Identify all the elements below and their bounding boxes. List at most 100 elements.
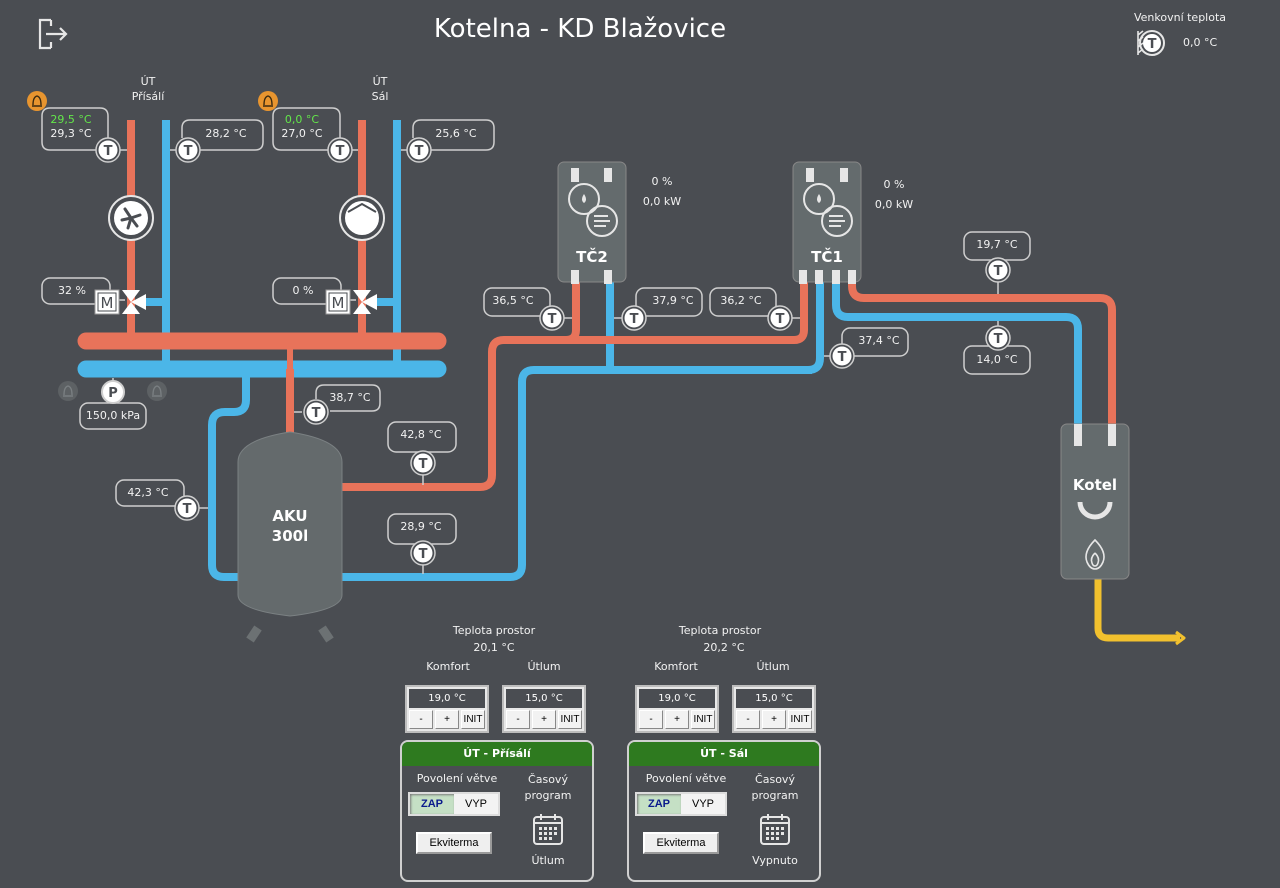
alarm-bell-icon[interactable]	[258, 91, 278, 111]
calendar-icon[interactable]	[759, 812, 791, 846]
svg-text:T: T	[994, 264, 1003, 279]
svg-text:T: T	[104, 144, 113, 159]
circuit1-label-line2: Přísálí	[131, 90, 165, 103]
comfort-decrease-button[interactable]: -	[639, 710, 663, 729]
gas-pipe-end	[1175, 630, 1186, 646]
boiler-body	[1060, 423, 1130, 580]
enable-branch-toggle: ZAP VYP	[408, 792, 500, 816]
boiler-burner-icon	[1077, 501, 1113, 520]
motor-label: M	[101, 294, 114, 312]
accumulator-left-temp: 42,3 °C	[127, 486, 169, 499]
svg-text:T: T	[630, 312, 639, 327]
heat-pump-tc2-in-temp: 37,9 °C	[652, 294, 694, 307]
setback-init-button[interactable]: INIT	[788, 710, 812, 729]
circuit-panel-sal: ÚT - Sál Povolení větve ZAP VYP Časový p…	[627, 740, 821, 882]
comfort-increase-button[interactable]: +	[435, 710, 459, 729]
temperature-sensor-icon: T	[985, 325, 1011, 351]
accumulator-cold-outlet-temp: 28,9 °C	[400, 520, 442, 533]
circuit2-valve-position: 0 %	[292, 284, 314, 297]
pipe-acc-cold-out	[340, 366, 812, 581]
heat-pump-icon	[568, 183, 618, 237]
alarm-bell-inactive-icon	[58, 381, 78, 401]
calendar-icon[interactable]	[532, 812, 564, 846]
callout-tc2-out	[483, 287, 551, 317]
svg-text:T: T	[415, 144, 424, 159]
heat-pump-tc2-stats: 0 % 0,0 kW	[630, 172, 694, 212]
heat-pump-tc2-body	[557, 161, 627, 284]
schedule-label-line1: Časový	[528, 773, 568, 786]
callout-tc1-in	[841, 327, 909, 357]
setback-setpoint: 15,0 °C - + INIT	[502, 685, 586, 733]
circuit2-label: ÚT Sál	[350, 74, 410, 104]
callout-acc-left	[115, 479, 185, 507]
temperature-sensor-icon: T	[621, 305, 647, 331]
setback-setpoint-value: 15,0 °C	[736, 689, 812, 708]
circuit-panel-prisali: ÚT - Přísálí Povolení větve ZAP VYP Časo…	[400, 740, 594, 882]
circuit1-supply-setpoint: 29,5 °C	[50, 113, 92, 126]
heat-pump-tc1-body	[792, 161, 862, 284]
pipe-acc-left-return	[208, 369, 250, 581]
pump-circuit1	[108, 195, 154, 241]
alarm-bell-icon[interactable]	[27, 91, 47, 111]
pressure-sensor-icon: P	[101, 380, 125, 404]
flame-icon	[1085, 538, 1105, 570]
enable-branch-label: Povolení větve	[416, 772, 498, 785]
circuit1-label-line1: ÚT	[140, 75, 156, 88]
callout-acc-top	[315, 384, 381, 412]
room-temp-value: 20,2 °C	[703, 641, 745, 654]
comfort-init-button[interactable]: INIT	[691, 710, 715, 729]
comfort-setpoint-value: 19,0 °C	[639, 689, 715, 708]
heat-pump-tc1-power-pct: 0 %	[883, 178, 905, 191]
svg-text:T: T	[776, 312, 785, 327]
setback-increase-button[interactable]: +	[762, 710, 786, 729]
circuit2-supply-setpoint: 0,0 °C	[284, 113, 320, 126]
comfort-init-button[interactable]: INIT	[461, 710, 485, 729]
temperature-sensor-icon: T	[174, 495, 200, 521]
setback-init-button[interactable]: INIT	[558, 710, 582, 729]
svg-text:T: T	[419, 457, 428, 472]
svg-text:T: T	[994, 332, 1003, 347]
accumulator-top-temp: 38,7 °C	[329, 391, 371, 404]
svg-text:T: T	[419, 547, 428, 562]
circuit1-supply-temp: 29,3 °C	[50, 127, 92, 140]
alarm-bell-inactive-icon	[147, 381, 167, 401]
circuit2-supply-values: 0,0 °C 27,0 °C	[275, 113, 329, 141]
setback-decrease-button[interactable]: -	[506, 710, 530, 729]
setback-increase-button[interactable]: +	[532, 710, 556, 729]
enable-on-button[interactable]: ZAP	[637, 794, 681, 814]
enable-on-button[interactable]: ZAP	[410, 794, 454, 814]
setback-decrease-button[interactable]: -	[736, 710, 760, 729]
comfort-decrease-button[interactable]: -	[409, 710, 433, 729]
circuit2-return-temp: 25,6 °C	[435, 127, 477, 140]
heat-pump-tc1-in-temp: 37,4 °C	[858, 334, 900, 347]
enable-branch-toggle: ZAP VYP	[635, 792, 727, 816]
comfort-increase-button[interactable]: +	[665, 710, 689, 729]
callout-c1-return	[181, 119, 264, 151]
heat-pump-tc1-power-kw: 0,0 kW	[874, 198, 914, 211]
logout-icon[interactable]	[36, 18, 70, 50]
outdoor-temperature-label: Venkovní teplota	[1133, 11, 1227, 24]
callout-tc1-out	[709, 287, 777, 317]
setback-setpoint: 15,0 °C - + INIT	[732, 685, 816, 733]
comfort-setpoint-value: 19,0 °C	[409, 689, 485, 708]
accumulator-tank	[237, 431, 343, 643]
enable-off-button[interactable]: VYP	[681, 794, 725, 814]
schedule-label: Časový program	[518, 772, 578, 804]
schedule-label-line2: program	[524, 789, 572, 802]
circuit1-supply-values: 29,5 °C 29,3 °C	[44, 113, 98, 141]
pipe-tc1-hot	[574, 270, 808, 344]
comfort-label: Komfort	[426, 660, 470, 673]
schedule-label: Časový program	[745, 772, 805, 804]
svg-text:T: T	[184, 144, 193, 159]
heat-pump-icon	[803, 183, 853, 237]
heating-curve-button[interactable]: Ekviterma	[643, 832, 719, 854]
pump-circuit2	[339, 195, 385, 241]
temperature-sensor-icon: T	[303, 399, 329, 425]
heat-pump-tc2-power-pct: 0 %	[651, 175, 673, 188]
svg-text:T: T	[838, 350, 847, 365]
boiler-return-temp: 14,0 °C	[976, 353, 1018, 366]
heating-curve-button[interactable]: Ekviterma	[416, 832, 492, 854]
heat-pump-tc2-label: TČ2	[576, 248, 608, 266]
enable-off-button[interactable]: VYP	[454, 794, 498, 814]
schedule-label-line2: program	[751, 789, 799, 802]
